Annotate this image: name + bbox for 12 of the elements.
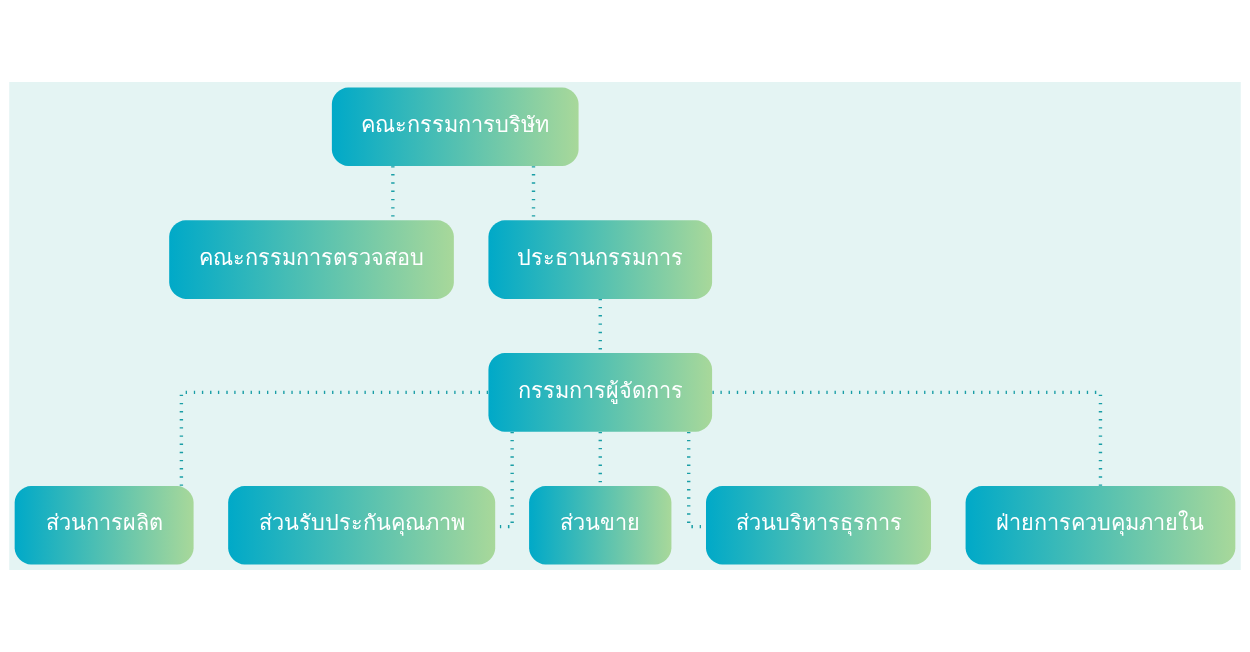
node-box: ส่วนขาย xyxy=(529,485,672,565)
connector xyxy=(179,390,488,486)
node-box: คณะกรรมการตรวจสอบ xyxy=(169,220,454,299)
node-box: ส่วนรับประกันคุณภาพ xyxy=(228,485,496,565)
node-box: คณะกรรมการบริษัท xyxy=(331,87,579,167)
node-box: กรรมการผู้จัดการ xyxy=(488,353,713,432)
connector xyxy=(712,390,1103,486)
node-box: ฝ่ายการควบคุมภายใน xyxy=(965,485,1236,565)
node-box: ประธานกรรมการ xyxy=(488,220,713,299)
node-box: ส่วนบริหารธุรการ xyxy=(706,485,931,565)
node-box: ส่วนการผลิต xyxy=(14,485,194,565)
connector xyxy=(531,166,536,220)
